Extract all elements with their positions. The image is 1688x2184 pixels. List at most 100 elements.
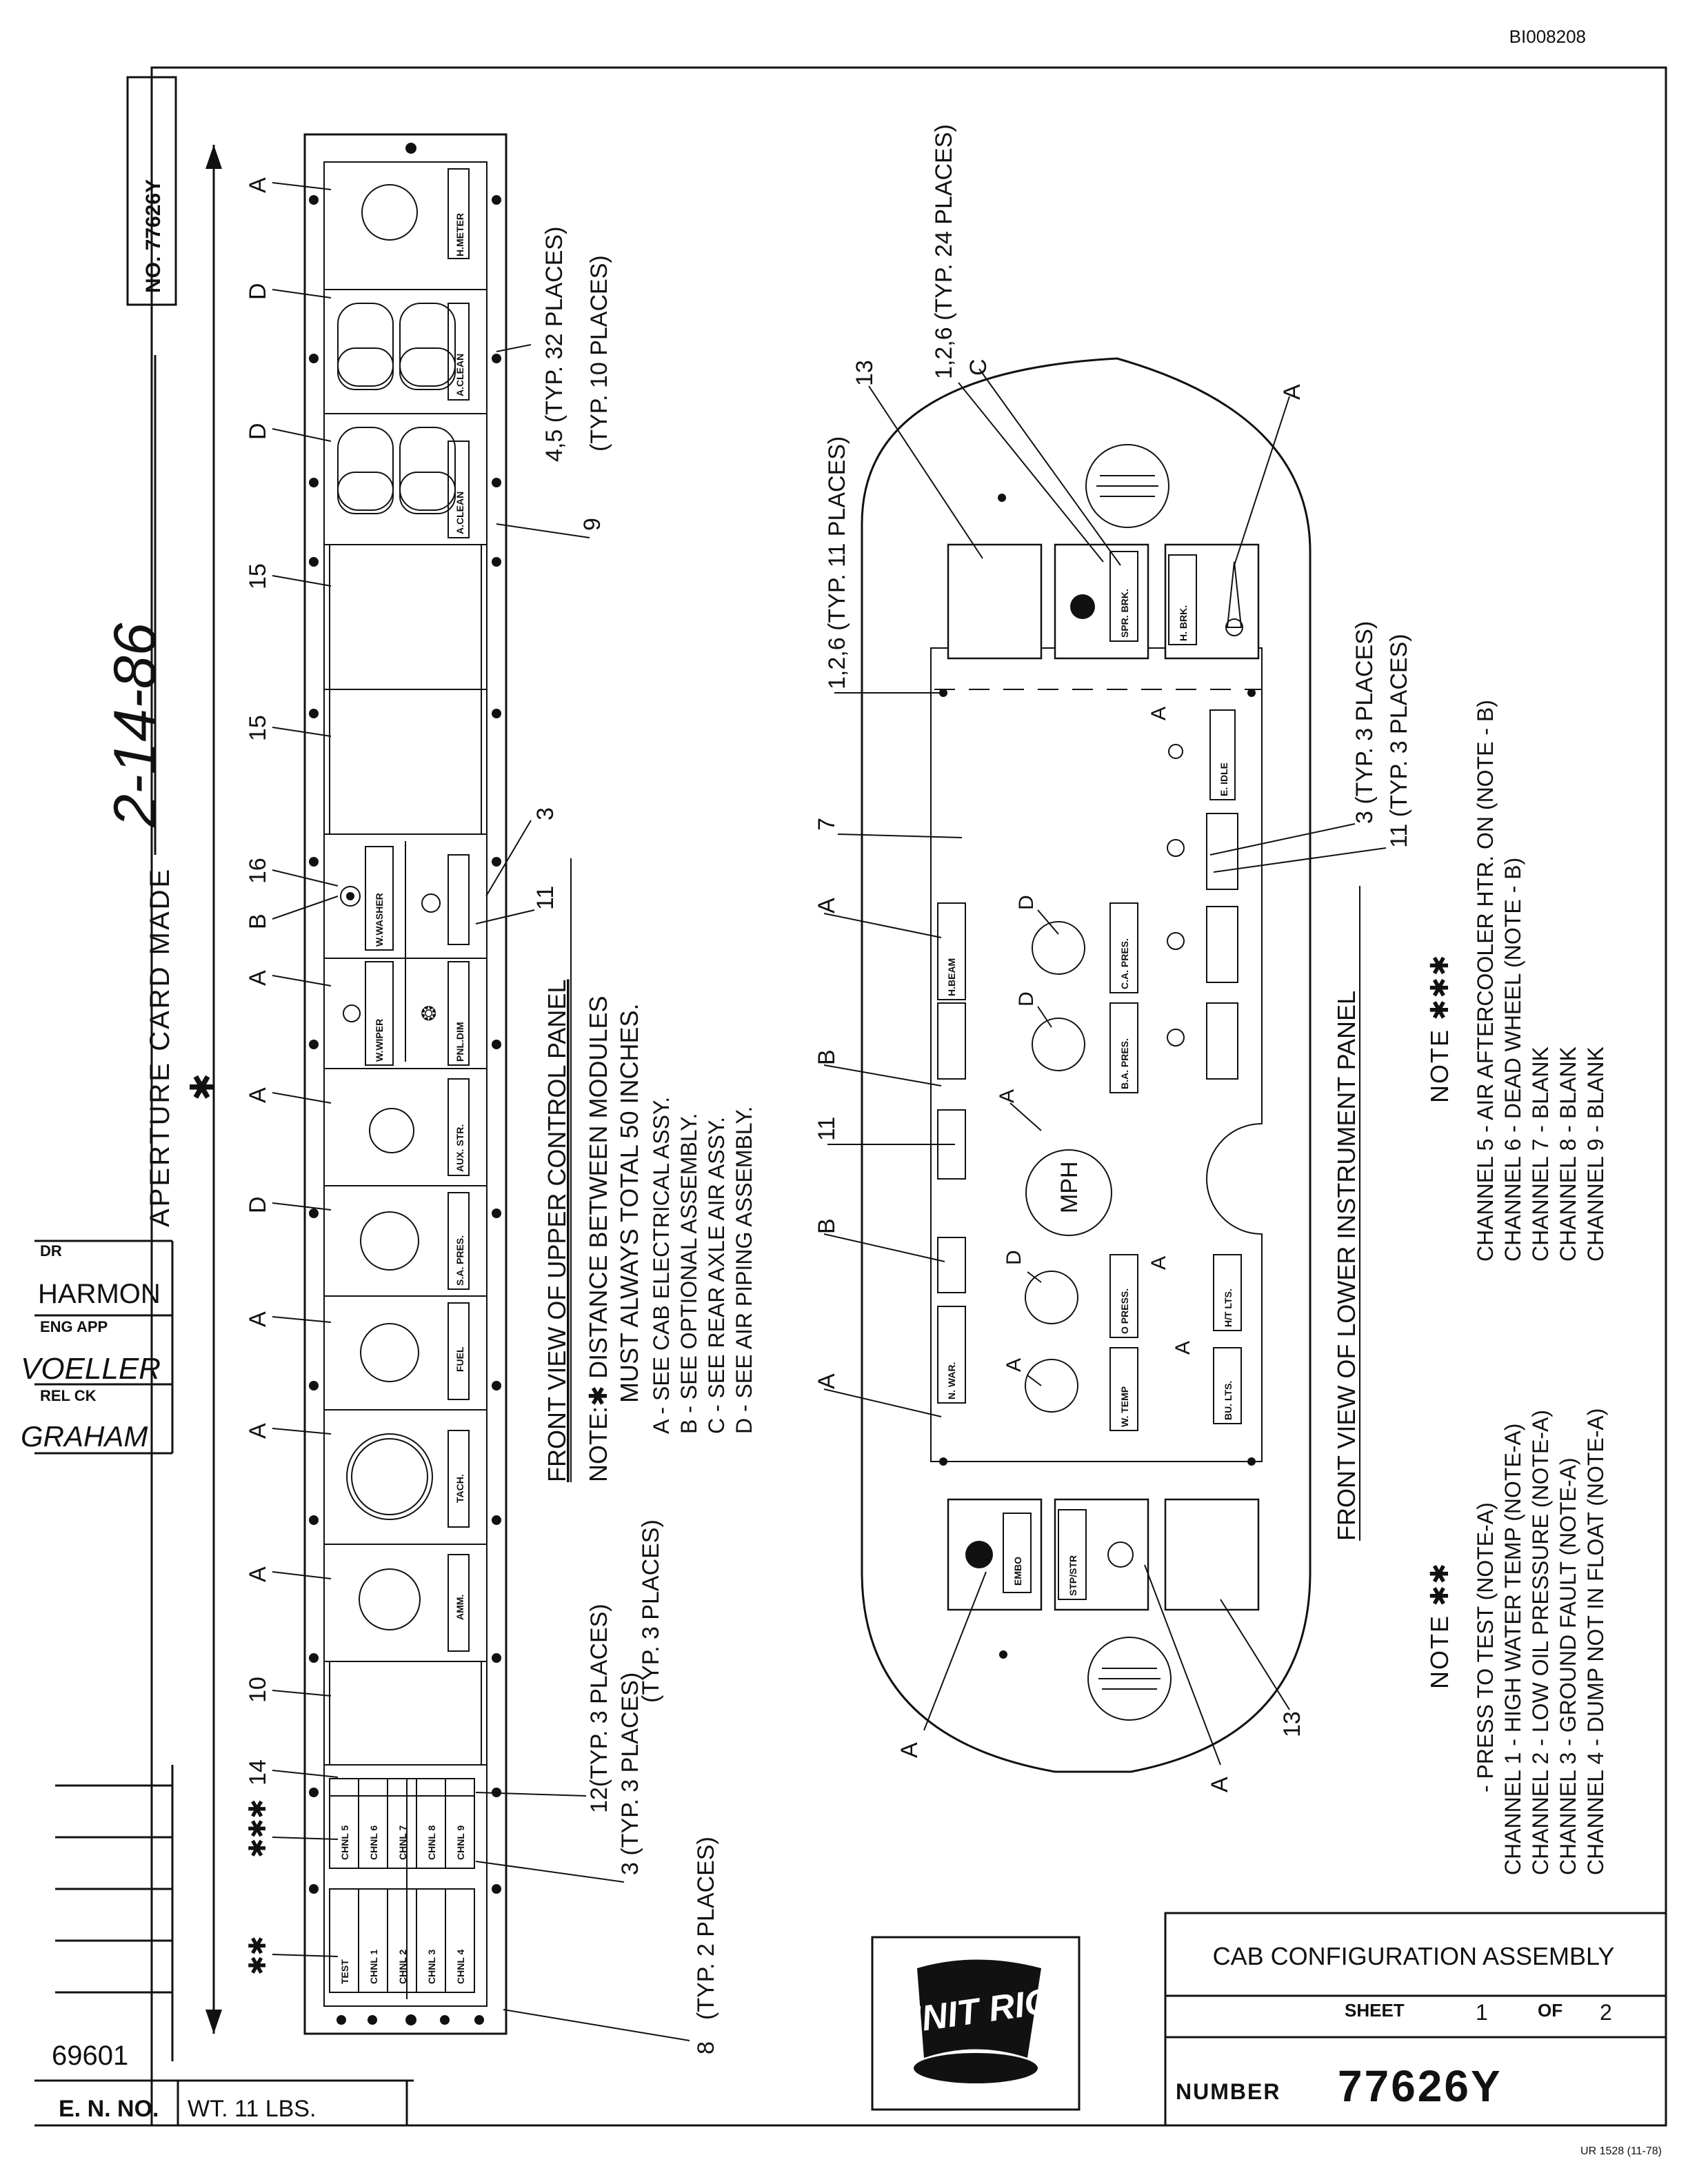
form-number: UR 1528 (11-78) xyxy=(1580,2145,1662,2157)
weight-label: WT. 11 LBS. xyxy=(188,2096,316,2122)
mounting-holes xyxy=(309,143,501,2025)
legend-d: D - SEE AIR PIPING ASSEMBLY. xyxy=(732,1106,756,1434)
svg-text:3: 3 xyxy=(532,807,559,820)
svg-text:12(TYP. 3 PLACES): 12(TYP. 3 PLACES) xyxy=(586,1604,612,1813)
hour-meter-gauge-icon xyxy=(361,184,418,241)
eng-app-name: VOELLER xyxy=(21,1352,161,1386)
label-embo: EMBO xyxy=(1012,1557,1023,1586)
svg-text:11: 11 xyxy=(814,1117,840,1141)
label-stp-str: STP/STR xyxy=(1067,1555,1078,1596)
ba-pres-gauge-icon xyxy=(1032,921,1085,975)
svg-text:10: 10 xyxy=(245,1677,271,1703)
chnl-9-label: CHNL 9 xyxy=(455,1825,466,1860)
svg-text:CHANNEL 1 - HIGH WATER TEMP (N: CHANNEL 1 - HIGH WATER TEMP (NOTE-A) xyxy=(1500,1424,1525,1875)
svg-text:(TYP. 2 PLACES): (TYP. 2 PLACES) xyxy=(693,1837,719,2020)
upper-control-panel: ✱ xyxy=(185,133,756,2054)
embo-button-icon xyxy=(965,1541,993,1568)
svg-text:11: 11 xyxy=(532,886,559,910)
ca-pres-gauge-icon xyxy=(1032,1018,1085,1071)
svg-text:A: A xyxy=(245,970,271,986)
sheet-total: 2 xyxy=(1600,2000,1612,2025)
svg-text:(TYP. 10 PLACES): (TYP. 10 PLACES) xyxy=(586,255,612,452)
svg-text:CHANNEL 5 - AIR AFTERCOOLER HT: CHANNEL 5 - AIR AFTERCOOLER HTR. ON (NOT… xyxy=(1473,700,1498,1262)
label-w-temp: W. TEMP xyxy=(1119,1386,1130,1427)
label-o-press: O PRESS. xyxy=(1119,1288,1130,1334)
chnl-1-label: CHNL 1 xyxy=(368,1949,379,1984)
label-ht-lts: H/T LTS. xyxy=(1223,1288,1234,1327)
svg-text:A: A xyxy=(245,1423,271,1439)
document-id: BI008208 xyxy=(1509,26,1586,47)
upper-leaders-right xyxy=(475,344,690,2041)
svg-text:C: C xyxy=(965,358,992,376)
notes-two-star: NOTE ✱✱ - PRESS TO TEST (NOTE-A) CHANNEL… xyxy=(1425,1408,1608,1875)
fuel-gauge-icon xyxy=(360,1323,419,1382)
dr-name: HARMON xyxy=(38,1279,161,1309)
label-bu-lts: BU. LTS. xyxy=(1223,1381,1234,1420)
svg-text:A: A xyxy=(1147,1256,1170,1270)
revision-lines xyxy=(55,1765,174,2061)
title-block: CAB CONFIGURATION ASSEMBLY SHEET 1 OF 2 … xyxy=(871,1912,1667,2127)
chnl-6-label: CHNL 6 xyxy=(368,1825,379,1860)
svg-text:A: A xyxy=(814,898,840,913)
drawing-number-box xyxy=(126,76,177,306)
svg-text:D: D xyxy=(1015,991,1038,1007)
svg-text:1,2,6 (TYP. 24 PLACES): 1,2,6 (TYP. 24 PLACES) xyxy=(931,124,957,379)
svg-text:CHANNEL 4 - DUMP NOT IN FLOAT: CHANNEL 4 - DUMP NOT IN FLOAT (NOTE-A) xyxy=(1583,1408,1608,1875)
upper-note-line1: NOTE:✱ DISTANCE BETWEEN MODULES xyxy=(584,995,612,1482)
label-w-washer: W.WASHER xyxy=(374,893,385,947)
svg-text:3 (TYP. 3 PLACES): 3 (TYP. 3 PLACES) xyxy=(1352,621,1378,824)
label-h-beam: H.BEAM xyxy=(946,958,957,996)
svg-text:A: A xyxy=(1279,384,1305,400)
svg-text:15: 15 xyxy=(245,715,271,741)
label-n-war: N. WAR. xyxy=(946,1362,957,1399)
legend-a: A - SEE CAB ELECTRICAL ASSY. xyxy=(649,1097,674,1434)
svg-text:NOTE ✱✱✱: NOTE ✱✱✱ xyxy=(1425,954,1454,1104)
embo-plate xyxy=(947,1498,1043,1611)
washer-switch-icon xyxy=(340,886,361,907)
svg-text:NOTE ✱✱: NOTE ✱✱ xyxy=(1425,1562,1454,1689)
air-clean-indicator-1 xyxy=(337,303,456,390)
chnl-4-label: CHNL 4 xyxy=(455,1949,466,1984)
tachometer-gauge-icon xyxy=(346,1433,433,1520)
svg-text:A: A xyxy=(245,1311,271,1327)
drawing-number-margin: NO. 77626Y xyxy=(142,179,165,293)
legend-b: B - SEE OPTIONAL ASSEMBLY. xyxy=(676,1113,701,1434)
aperture-card-label: APERTURE CARD MADE xyxy=(145,867,175,1227)
label-h-brk: H. BRK. xyxy=(1178,605,1189,641)
chnl-7-label: CHNL 7 xyxy=(397,1825,408,1860)
en-no-label: E. N. NO. xyxy=(59,2096,159,2122)
label-ca-pres: C.A. PRES. xyxy=(1119,938,1130,989)
svg-text:(TYP. 3 PLACES): (TYP. 3 PLACES) xyxy=(638,1519,664,1703)
eng-app-label: ENG APP xyxy=(40,1318,108,1335)
label-fuel: FUEL xyxy=(454,1346,465,1372)
left-code: 69601 xyxy=(52,2041,128,2071)
label-pnl-dim: PNL.DIM xyxy=(454,1022,465,1062)
ammeter-gauge-icon xyxy=(359,1568,421,1630)
of-label: OF xyxy=(1538,2000,1563,2021)
label-aux-str: AUX. STR. xyxy=(454,1124,465,1172)
svg-text:✱✱✱: ✱✱✱ xyxy=(245,1799,271,1858)
spring-brake-knob-icon xyxy=(1070,594,1095,619)
notes-three-star: NOTE ✱✱✱ CHANNEL 5 - AIR AFTERCOOLER HTR… xyxy=(1425,700,1608,1262)
svg-text:11 (TYP. 3 PLACES): 11 (TYP. 3 PLACES) xyxy=(1386,634,1412,848)
aperture-date: 2-14-86 xyxy=(102,623,168,828)
water-temp-gauge-icon xyxy=(1025,1359,1078,1413)
upper-callouts-right: 4,5 (TYP. 32 PLACES) (TYP. 10 PLACES) 9 … xyxy=(532,227,719,2054)
svg-text:A: A xyxy=(245,177,271,193)
top-vent-icon xyxy=(1085,444,1169,528)
dimmer-knob-icon: ❂ xyxy=(421,1003,436,1024)
chnl-5-label: CHNL 5 xyxy=(339,1825,350,1860)
sheet-label: SHEET xyxy=(1345,2000,1405,2021)
drawing-number: 77626Y xyxy=(1338,2061,1503,2111)
svg-text:B: B xyxy=(814,1218,840,1234)
svg-text:4,5 (TYP. 32 PLACES): 4,5 (TYP. 32 PLACES) xyxy=(541,227,567,462)
label-a-clean-1: A.CLEAN xyxy=(454,354,465,396)
number-label: NUMBER xyxy=(1176,2079,1280,2104)
oil-pressure-gauge-icon xyxy=(1025,1271,1078,1324)
svg-text:CHANNEL 2 - LOW OIL PRESSURE (: CHANNEL 2 - LOW OIL PRESSURE (NOTE-A) xyxy=(1528,1410,1553,1875)
svg-text:A: A xyxy=(1003,1358,1025,1372)
label-h-meter: H.METER xyxy=(454,213,465,256)
bottom-vent-icon xyxy=(1087,1637,1172,1721)
e-idle-switch-icon xyxy=(1168,744,1183,759)
